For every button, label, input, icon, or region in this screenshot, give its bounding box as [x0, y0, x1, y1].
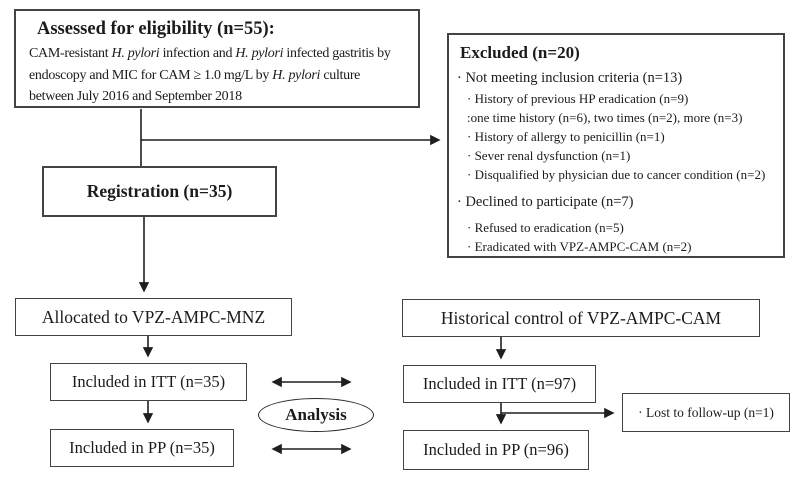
registration-box: Registration (n=35) [42, 166, 277, 217]
text-segment: infected gastritis by endoscopy and MIC … [29, 46, 391, 83]
pp-right-box: Included in PP (n=96) [403, 430, 589, 470]
pp-right-label: Included in PP (n=96) [423, 440, 569, 459]
excluded-item: · Disqualified by physician due to cance… [467, 167, 766, 182]
excluded-item: · Declined to participate (n=7) [457, 194, 634, 210]
eligibility-criteria-text: CAM-resistant H. pylori infection and H.… [29, 43, 405, 108]
excluded-item: · History of allergy to penicillin (n=1) [467, 129, 665, 144]
historical-control-label: Historical control of VPZ-AMPC-CAM [440, 307, 722, 328]
pp-left-box: Included in PP (n=35) [50, 429, 234, 467]
excluded-item: · Eradicated with VPZ-AMPC-CAM (n=2) [467, 239, 692, 254]
eligibility-box: Assessed for eligibility (n=55): CAM-res… [14, 9, 420, 108]
registration-label: Registration (n=35) [86, 181, 233, 201]
text-segment: CAM-resistant [29, 46, 112, 61]
excluded-item: · Refused to eradication (n=5) [467, 220, 624, 235]
analysis-label: Analysis [285, 405, 347, 424]
excluded-item: :one time history (n=6), two times (n=2)… [467, 110, 743, 125]
itt-left-box: Included in ITT (n=35) [50, 363, 247, 401]
excluded-item: · History of previous HP eradication (n=… [467, 91, 689, 106]
pp-left-label: Included in PP (n=35) [69, 438, 215, 457]
itt-left-label: Included in ITT (n=35) [71, 372, 226, 391]
allocated-label: Allocated to VPZ-AMPC-MNZ [41, 306, 266, 327]
analysis-ellipse: Analysis [258, 398, 374, 432]
italic-species-name: H. pylori [111, 46, 160, 61]
historical-control-box: Historical control of VPZ-AMPC-CAM [402, 299, 760, 337]
lost-to-follow-up-label: · Lost to follow-up (n=1) [638, 404, 774, 420]
itt-right-label: Included in ITT (n=97) [422, 374, 577, 393]
italic-species-name: H. pylori [235, 46, 284, 61]
lost-to-follow-up-box: · Lost to follow-up (n=1) [622, 393, 790, 432]
text-segment: infection and [159, 46, 236, 61]
excluded-title: Excluded (n=20) [460, 43, 580, 62]
excluded-item: · Sever renal dysfunction (n=1) [467, 148, 631, 163]
excluded-box: Excluded (n=20) · Not meeting inclusion … [447, 33, 785, 258]
excluded-item: · Not meeting inclusion criteria (n=13) [457, 70, 683, 86]
itt-right-box: Included in ITT (n=97) [403, 365, 596, 403]
allocated-box: Allocated to VPZ-AMPC-MNZ [15, 298, 292, 336]
italic-species-name: H. pylori [272, 67, 321, 83]
eligibility-title: Assessed for eligibility (n=55): [37, 19, 275, 39]
text-segment: culture between July 2016 and September … [29, 67, 361, 105]
